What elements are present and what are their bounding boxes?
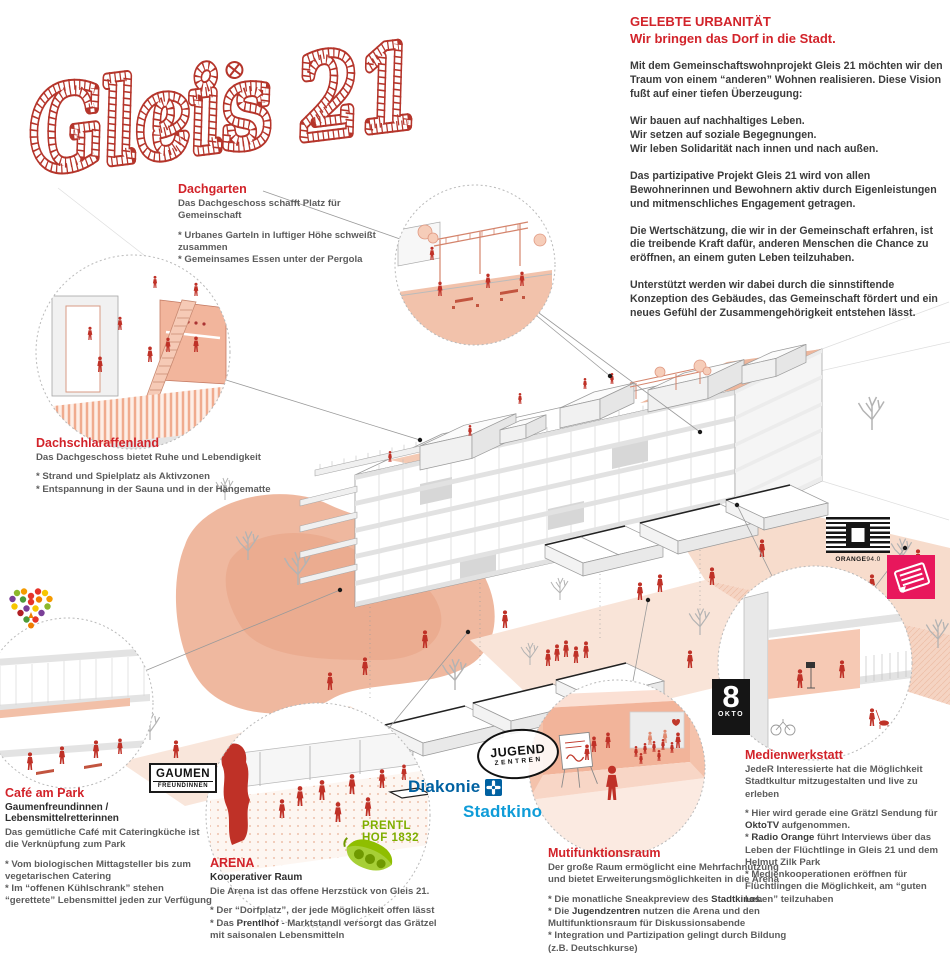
intro-paragraph: Unterstützt werden wir dabei durch die s… xyxy=(630,279,938,320)
callout-text-medienwerkstatt: Medienwerkstatt JedeR Interessierte hat … xyxy=(745,748,947,906)
callout-text-dachgarten: Dachgarten Das Dachgeschoss schafft Plat… xyxy=(178,182,400,266)
callout-title: Mutifunktionsraum xyxy=(548,846,661,860)
callout-subtitle: Gaumenfreundinnen / Lebensmittelretterin… xyxy=(5,802,119,824)
callout-lead: Das Dachgeschoss bietet Ruhe und Lebendi… xyxy=(36,452,261,463)
magenta-stamp-logo xyxy=(887,555,935,599)
callout-bullet: * Vom biologischen Mittagsteller bis zum… xyxy=(5,858,191,882)
okto-eight-icon: 8 xyxy=(722,679,740,714)
okto-wordmark: OKTO xyxy=(717,711,745,719)
gaumen-line2: FREUNDINNEN xyxy=(157,783,209,789)
pea-pod-icon xyxy=(343,837,393,871)
fruit-heart-icon xyxy=(6,583,56,638)
gleis21-logo: Gleis 21 Gleis 21 Gleis 21 xyxy=(17,16,431,203)
svg-text:Gleis 21: Gleis 21 xyxy=(23,21,426,197)
stadtkino-logo: Stadtkino xyxy=(463,802,543,821)
crossing-sign-icon xyxy=(225,61,244,80)
intro-text: GELEBTE URBANITÄT Wir bringen das Dorf i… xyxy=(630,14,948,334)
callout-bullet: * Entspannung in der Sauna und in der Hä… xyxy=(36,483,271,495)
callout-bullet: * Hier wird gerade eine Grätzl Sendung f… xyxy=(745,807,938,832)
callout-circle-multifunktionsraum xyxy=(528,679,706,857)
roof-pergola xyxy=(629,366,705,399)
diakonie-logo: Diakonie xyxy=(408,777,503,797)
callout-circle-medienwerkstatt xyxy=(717,565,913,761)
callout-bullet: * Strand und Spielplatz als Aktivzonen xyxy=(36,471,210,483)
callout-subtitle: Kooperativer Raum xyxy=(210,872,303,883)
callout-title: Café am Park xyxy=(5,786,85,800)
callout-lead: JedeR Interessierte hat die Möglichkeit … xyxy=(745,764,923,800)
diakonie-wordmark: Diakonie xyxy=(408,777,481,796)
callout-bullet: * Gemeinsames Essen unter der Pergola xyxy=(178,254,363,266)
intro-paragraph: Mit dem Gemeinschaftswohnprojekt Gleis 2… xyxy=(630,59,943,100)
callout-lead: Das Dachgeschoss schafft Platz für Gemei… xyxy=(178,198,341,222)
callout-lead: Der große Raum ermöglicht eine Mehrfachn… xyxy=(548,862,779,886)
intro-heading-line1: GELEBTE URBANITÄT xyxy=(630,14,771,29)
prentl-line1: PRENTL xyxy=(362,820,411,832)
speech-bubble-tail xyxy=(898,585,908,595)
callout-circle-cafe xyxy=(0,617,154,789)
callout-text-cafe-am-park: Café am Park Gaumenfreundinnen / Lebensm… xyxy=(5,786,213,908)
gaumenfreundinnen-logo: GAUMEN FREUNDINNEN xyxy=(149,763,217,793)
callout-bullet: * Urbanes Garteln in luftiger Höhe schwe… xyxy=(178,229,376,253)
intro-paragraph: Das partizipative Projekt Gleis 21 wird … xyxy=(630,169,937,210)
orange-frequency: 94.0 xyxy=(866,556,881,563)
callout-bullet: * Der “Dorfplatz”, der jede Möglichkeit … xyxy=(210,905,435,917)
callout-bullet: * Die monatliche Sneakpreview des Stadtk… xyxy=(548,893,763,905)
callout-title: ARENA xyxy=(210,856,255,870)
callout-title: Dachgarten xyxy=(178,182,247,196)
orange-stripes-icon xyxy=(826,517,890,553)
callout-text-multifunktionsraum: Mutifunktionsraum Der große Raum ermögli… xyxy=(548,846,790,955)
radio-orange-logo: ORANGE94.0 xyxy=(820,517,896,563)
callout-text-arena: ARENA Kooperativer Raum Die Arena ist da… xyxy=(210,856,440,942)
callout-bullet: * Im “offenen Kühlschrank” stehen “geret… xyxy=(5,883,212,907)
callout-bullet: * Das Prentlhof - Marktstandl versorgt d… xyxy=(210,917,437,941)
callout-bullet: * Medienkooperationen eröffnen für Flüch… xyxy=(745,869,927,905)
okto-tv-logo: 8 OKTO xyxy=(712,679,750,735)
callout-text-dachschlaraffenland: Dachschlaraffenland Das Dachgeschoss bie… xyxy=(36,436,278,496)
callout-bullet: * Die Jugendzentren nutzen die Arena und… xyxy=(548,905,760,930)
intro-heading-line2: Wir bringen das Dorf in die Stadt. xyxy=(630,30,836,46)
main-building xyxy=(299,344,823,608)
callout-lead: Die Arena ist das offene Herzstück von G… xyxy=(210,886,430,897)
callout-circle-dachgarten xyxy=(394,184,556,346)
diakonie-cross-icon xyxy=(485,778,503,796)
intro-paragraph: Die Wertschätzung, die wir in der Gemein… xyxy=(630,224,933,265)
intro-paragraph: Wir bauen auf nachhaltiges Leben. Wir se… xyxy=(630,114,879,155)
callout-bullet: * Integration und Partizipation gelingt … xyxy=(548,930,787,954)
prentlhof-logo: PRENTL HOF 1832 xyxy=(336,812,432,886)
callout-lead: Das gemütliche Café mit Cateringküche is… xyxy=(5,827,200,851)
prentl-line2: HOF 1832 xyxy=(362,832,420,845)
callout-title: Medienwerkstatt xyxy=(745,748,843,762)
callout-bullet: * Radio Orange führt Interviews über das… xyxy=(745,832,938,868)
callout-title: Dachschlaraffenland xyxy=(36,436,159,450)
callout-circle-arena xyxy=(205,702,431,928)
orange-wordmark: ORANGE xyxy=(835,556,867,563)
gaumen-line1: GAUMEN xyxy=(153,768,213,782)
